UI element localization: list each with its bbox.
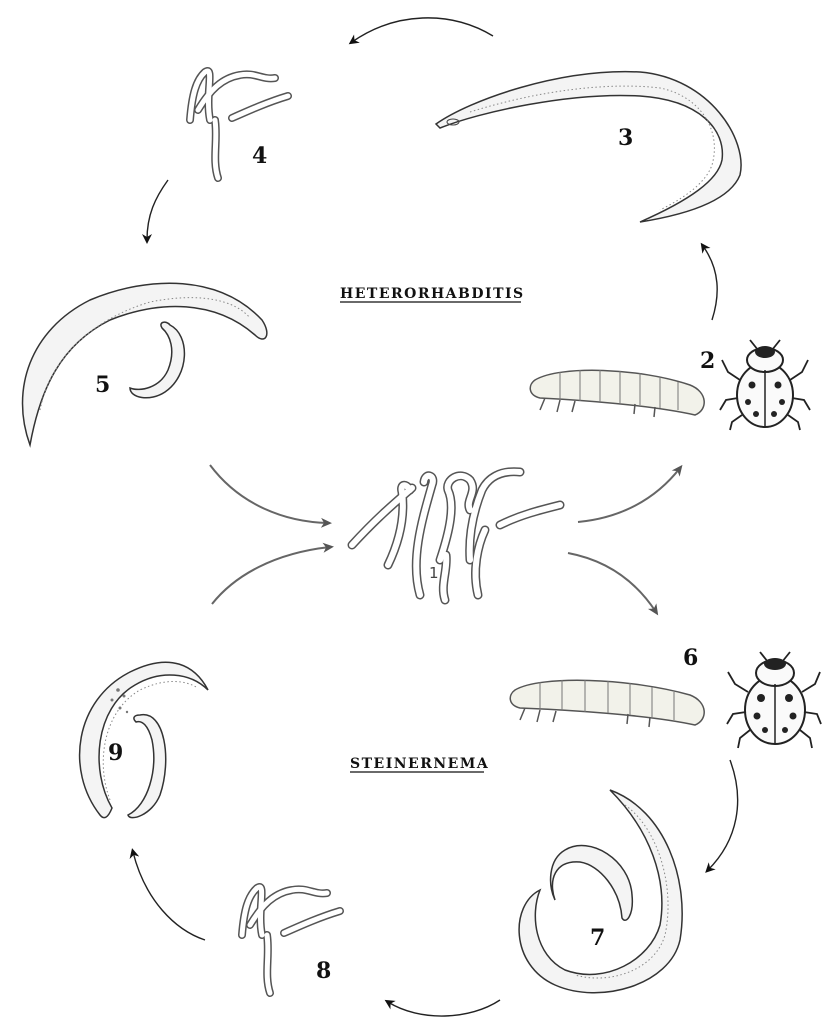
steinernema-label: STEINERNEMA [350,756,489,772]
stage-5-adult-with-juvenile: 5 [23,283,267,445]
arrow-5-to-1 [210,465,328,523]
stage-6-number: 6 [683,645,698,671]
arrow-1-to-2 [578,468,680,522]
stage-9-number: 9 [108,740,123,766]
stage-8-number: 8 [316,958,331,984]
caterpillar-larva-icon [530,370,704,417]
stage-2-hosts: 2 [530,340,810,430]
arrow-8-to-9 [133,852,205,940]
arrow-6-to-7 [708,760,738,870]
arrow-9-to-1 [212,547,330,604]
stage-3-number: 3 [618,125,633,151]
stage-3-nematode: 3 [436,72,741,222]
ladybird-beetle-icon [720,340,810,430]
stage-7-adults: 7 [519,790,682,993]
stage-6-hosts: 6 [510,645,821,748]
stage-4-juveniles: 4 [190,71,288,178]
arrow-7-to-8 [388,1000,500,1016]
arrow-3-to-4 [352,18,493,42]
stage-2-number: 2 [700,348,715,374]
arrow-4-to-5 [147,180,168,240]
stage-1-infective-juveniles: 1 [352,472,560,600]
cycle-arrows [133,18,738,1016]
stage-5-number: 5 [95,372,110,398]
stage-9-adults: 9 [80,662,208,817]
stage-8-juveniles: 8 [242,887,340,993]
ladybird-beetle-icon [727,652,821,748]
stage-1-number: 1 [429,564,439,582]
heterorhabditis-label: HETERORHABDITIS [340,286,525,302]
stage-7-number: 7 [590,925,605,951]
stage-4-number: 4 [252,143,267,169]
arrow-1-to-6 [568,553,656,612]
arrow-2-to-3 [703,246,717,320]
caterpillar-larva-icon [510,680,704,727]
